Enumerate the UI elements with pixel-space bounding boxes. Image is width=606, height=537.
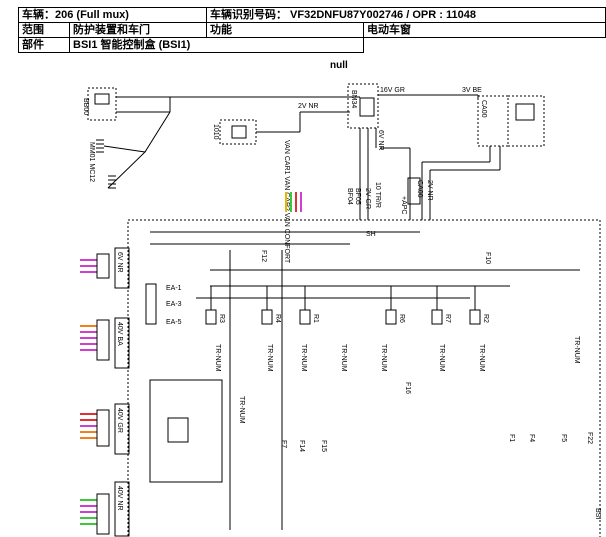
wire-2vnr: 2V NR (298, 103, 319, 110)
function-label: 功能 (206, 22, 364, 38)
part-value: BSI1 智能控制盒 (BSI1) (69, 37, 364, 53)
label-2vnr2: 2V NR (426, 180, 433, 201)
left-connector-4: 40V NR (80, 481, 130, 537)
relay-label: R4 (274, 314, 281, 323)
wire-3vbe: 3V BE (462, 87, 482, 94)
part-label: 部件 (18, 37, 70, 53)
fuse-f22: F22 (586, 432, 593, 444)
fuse-f15: F15 (320, 440, 327, 452)
left-connector-2: 40V BA (80, 317, 130, 369)
fuse-f4: F4 (528, 434, 535, 442)
diagram-caption: null (330, 60, 348, 71)
fuse-f14: F14 (298, 440, 305, 452)
mm01-label: MM01 MC12 (88, 142, 95, 182)
relay-label: R6 (398, 314, 405, 323)
ea-5: EA-5 (166, 319, 182, 326)
fuse-bf05: BF05 (354, 188, 361, 205)
wire-2vgr: 2V GR (364, 188, 371, 209)
fuse-f12: F12 (260, 250, 267, 262)
svg-text:TR-NUM: TR-NUM (438, 344, 445, 372)
fuse-labels: F12 F10 F7 F14 F15 F1 F4 F5 F22 F16 (260, 250, 593, 452)
left-connector-3: 40V GR (80, 403, 130, 455)
label-ca00b: CA00 (416, 180, 423, 198)
bb00-component: BB00 (82, 87, 117, 121)
function-value: 电动车窗 (363, 22, 606, 38)
relay-group: R3 R4 R1 R6 R7 R2 (205, 286, 489, 325)
header-table: 车辆：206 (Full mux) 车辆识别号码： VF32DNFU87Y002… (18, 7, 606, 53)
label-10trr: 10 TR/R (374, 182, 381, 208)
svg-text:TR-NUM: TR-NUM (238, 396, 245, 424)
comp-1010: 1010 (212, 119, 257, 145)
bb00-label: BB00 (82, 98, 89, 115)
fuse-f5: F5 (560, 434, 567, 442)
relay-r6: R6 (385, 286, 405, 325)
ea-3: EA-3 (166, 301, 182, 308)
svg-text:TR-NUM: TR-NUM (340, 344, 347, 372)
fuse-f10: F10 (484, 252, 491, 264)
wire-16vgr: 16V GR (380, 87, 405, 94)
relay-r4: R4 (261, 286, 281, 325)
fuse-f16: F16 (404, 382, 411, 394)
fuse-bf04: BF04 (346, 188, 353, 205)
svg-text:TR-NUM: TR-NUM (478, 344, 485, 372)
relay-label: R2 (482, 314, 489, 323)
svg-text:TR-NUM: TR-NUM (266, 344, 273, 372)
relay-r3: R3 (205, 286, 225, 325)
svg-text:40V GR: 40V GR (116, 408, 123, 433)
mm01-ground: MM01 MC12 (88, 111, 171, 189)
bm34-component: BM34 (347, 83, 379, 129)
fuse-f1: F1 (508, 434, 515, 442)
trnum-labels: TR-NUM TR-NUM TR-NUM TR-NUM TR-NUM TR-NU… (214, 336, 580, 424)
left-connector-1: 6V NR (80, 247, 130, 289)
svg-text:6V NR: 6V NR (116, 252, 123, 273)
comp-1010-label: 1010 (212, 124, 219, 140)
ea-1: EA-1 (166, 285, 182, 292)
fuse-f7: F7 (280, 440, 287, 448)
relay-label: R7 (444, 314, 451, 323)
svg-text:TR-NUM: TR-NUM (214, 344, 221, 372)
relay-r7: R7 (431, 286, 451, 325)
svg-text:40V NR: 40V NR (116, 486, 123, 511)
relay-r2: R2 (469, 286, 489, 325)
wire-6vnr: 6V NR (377, 130, 384, 151)
ca00-label: CA00 (480, 100, 487, 118)
ca00-component: CA00 (477, 95, 545, 147)
relay-label: R1 (312, 314, 319, 323)
label-sh: SH (366, 231, 376, 238)
relay-r1: R1 (299, 286, 319, 325)
relay-label: R3 (218, 314, 225, 323)
bsi-right-label: BSI (594, 508, 601, 519)
svg-text:TR-NUM: TR-NUM (300, 344, 307, 372)
label-apc: +APC (400, 196, 407, 214)
svg-text:TR-NUM: TR-NUM (380, 344, 387, 372)
svg-text:TR-NUM: TR-NUM (573, 336, 580, 364)
bsi-box (127, 219, 601, 537)
svg-text:40V BA: 40V BA (116, 322, 123, 346)
bm34-label: BM34 (350, 90, 357, 108)
